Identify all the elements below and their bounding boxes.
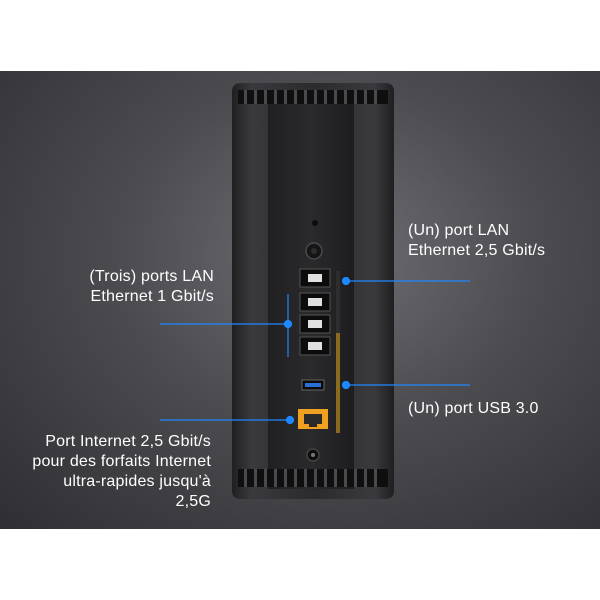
usb-3-port xyxy=(301,379,325,391)
internet-label-strip xyxy=(336,333,340,433)
callout-lan-1g: (Trois) ports LAN Ethernet 1 Gbit/s xyxy=(64,267,214,307)
router-photo: (Un) port LAN Ethernet 2,5 Gbit/s (Trois… xyxy=(0,71,600,529)
lan-1g-ports xyxy=(299,292,331,356)
callout-lines xyxy=(160,276,470,425)
callout-lan-1g-line1: (Trois) ports LAN xyxy=(89,268,214,285)
callout-usb-line1: (Un) port USB 3.0 xyxy=(408,400,539,417)
callout-lan-2-5g-line1: (Un) port LAN xyxy=(408,222,510,239)
callout-internet-line4: 2,5G xyxy=(175,493,211,510)
top-vent-slats xyxy=(244,90,377,104)
callout-usb: (Un) port USB 3.0 xyxy=(408,399,539,419)
callout-lan-1g-line2: Ethernet 1 Gbit/s xyxy=(90,288,214,305)
router-illustration xyxy=(160,83,470,499)
reset-pinhole xyxy=(312,220,318,226)
callout-internet-line3: ultra-rapides jusqu'à xyxy=(63,473,211,490)
internet-port xyxy=(298,409,328,429)
router-back-panel xyxy=(268,93,354,489)
lan-2-5g-port xyxy=(299,268,331,288)
callout-internet-line2: pour des forfaits Internet xyxy=(32,453,211,470)
port-label-strip xyxy=(336,271,340,391)
callout-internet-line1: Port Internet 2,5 Gbit/s xyxy=(45,433,211,450)
callout-lan-2-5g-line2: Ethernet 2,5 Gbit/s xyxy=(408,242,546,259)
callout-internet: Port Internet 2,5 Gbit/s pour des forfai… xyxy=(8,432,211,512)
bottom-vent-slats xyxy=(244,469,377,487)
callout-lan-2-5g: (Un) port LAN Ethernet 2,5 Gbit/s xyxy=(408,221,545,261)
